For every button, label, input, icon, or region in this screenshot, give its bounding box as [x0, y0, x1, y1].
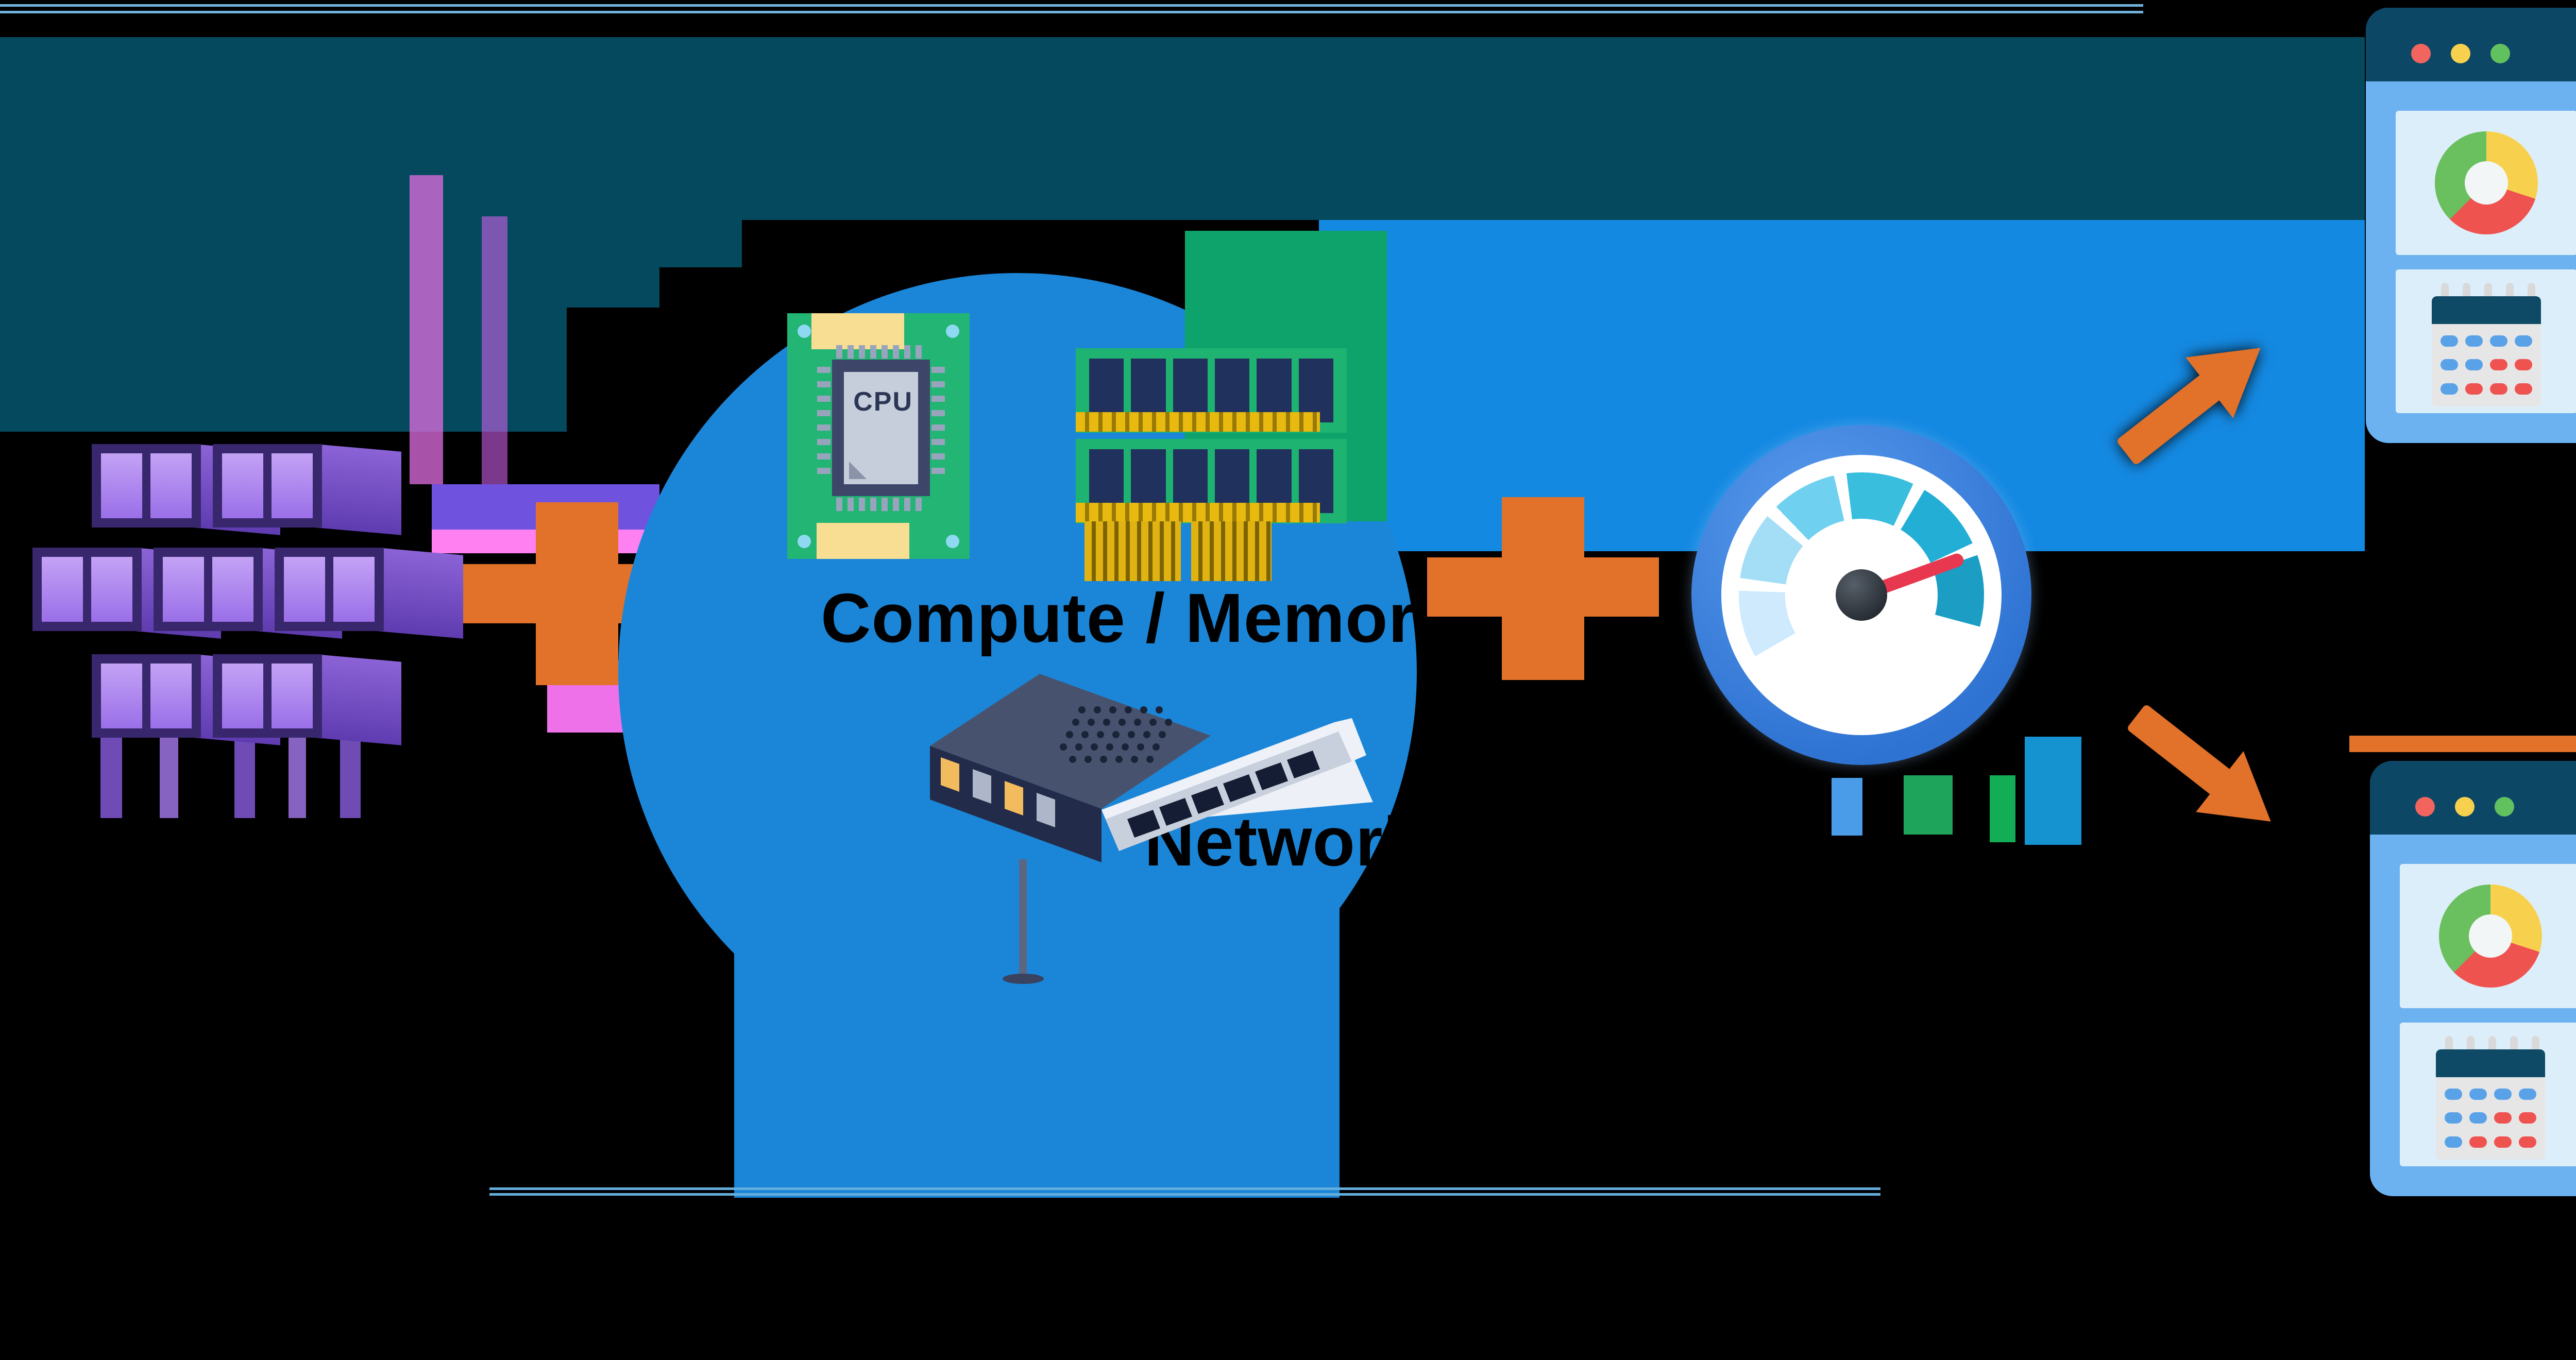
close-dot-icon [2411, 44, 2431, 63]
donut-chart-icon [2400, 864, 2576, 1008]
calendar-icon [2396, 269, 2576, 413]
network-switch-icon [930, 674, 1366, 984]
curved-arrow-down-right-icon [2112, 686, 2298, 855]
cpu-chip-label: CPU [853, 387, 913, 417]
dashboard-window-bottom [2370, 761, 2576, 1196]
artifact-streak [340, 738, 361, 818]
teal-banner-step-2 [567, 220, 659, 308]
minimize-dot-icon [2451, 44, 2470, 63]
artifact-streak [289, 738, 306, 818]
top-rule-line-1 [0, 4, 2143, 7]
artifact-streak [1084, 521, 1181, 581]
hardware-label-line1: Compute / Memory / [821, 579, 1495, 657]
artifact-streak [410, 175, 443, 484]
artifact-streak [234, 738, 255, 818]
close-dot-icon [2415, 797, 2435, 817]
speedometer-icon [1691, 425, 2031, 765]
maximize-dot-icon [2490, 44, 2510, 63]
donut-chart-icon [2396, 111, 2576, 255]
window-titlebar [2370, 761, 2576, 835]
artifact-streak [1832, 778, 1862, 836]
calendar-icon [2400, 1022, 2576, 1166]
minimize-dot-icon [2455, 797, 2475, 817]
artifact-streak [2349, 736, 2576, 752]
bottom-rule-line-2 [489, 1193, 1880, 1196]
monitoring-label: Monitoring [1700, 835, 2025, 904]
artifact-streak [1191, 521, 1272, 581]
artifact-streak [1990, 775, 2015, 842]
maximize-dot-icon [2495, 797, 2514, 817]
bottom-rule-line-1 [489, 1187, 1880, 1190]
artifact-streak [2025, 737, 2081, 845]
avs-cluster-label: AVS Cluster [33, 815, 421, 890]
artifact-streak [160, 738, 178, 818]
hardware-circle-tab [734, 845, 1340, 1198]
teal-banner [0, 37, 2365, 220]
dashboard-window-top [2366, 8, 2576, 443]
artifact-streak [482, 216, 507, 484]
top-rule-line-2 [0, 11, 2143, 13]
artifact-streak [100, 738, 122, 818]
teal-banner-left-extension [0, 220, 567, 432]
window-titlebar [2366, 8, 2576, 81]
artifact-streak [1904, 775, 1953, 835]
